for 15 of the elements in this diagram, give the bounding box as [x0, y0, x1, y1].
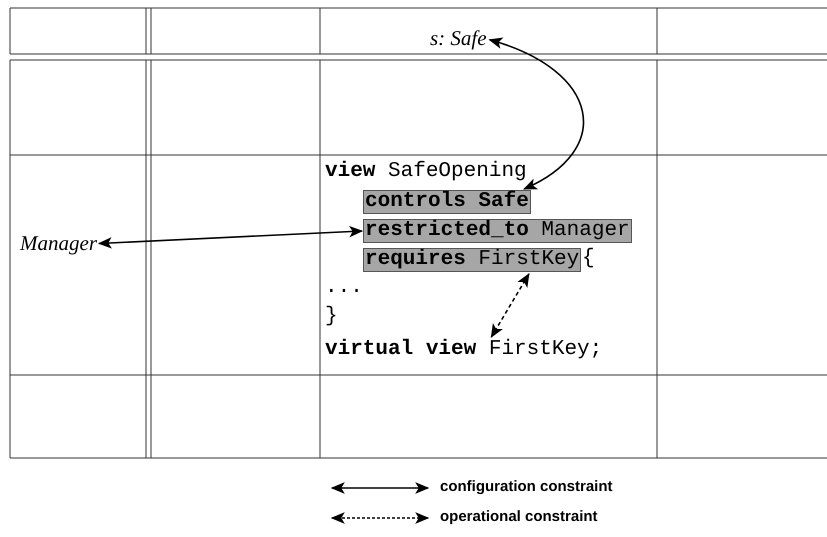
arrow: [490, 273, 530, 338]
arrow: [98, 226, 364, 249]
code-brace: {: [582, 248, 595, 270]
instance-label: s: Safe: [430, 26, 487, 51]
legend-label: operational constraint: [440, 508, 598, 525]
role-label: Manager: [20, 231, 97, 256]
code-ellipsis: ...: [325, 277, 363, 299]
code-brace: }: [325, 306, 338, 328]
code-line: virtual view FirstKey;: [325, 339, 602, 361]
arrow: [488, 38, 584, 190]
code-line: view SafeOpening: [325, 161, 527, 183]
highlighted-code: controls Safe: [363, 190, 531, 214]
highlighted-code: restricted_to Manager: [363, 219, 632, 243]
highlighted-code: requires FirstKey: [363, 248, 582, 272]
legend-label: configuration constraint: [440, 478, 612, 495]
